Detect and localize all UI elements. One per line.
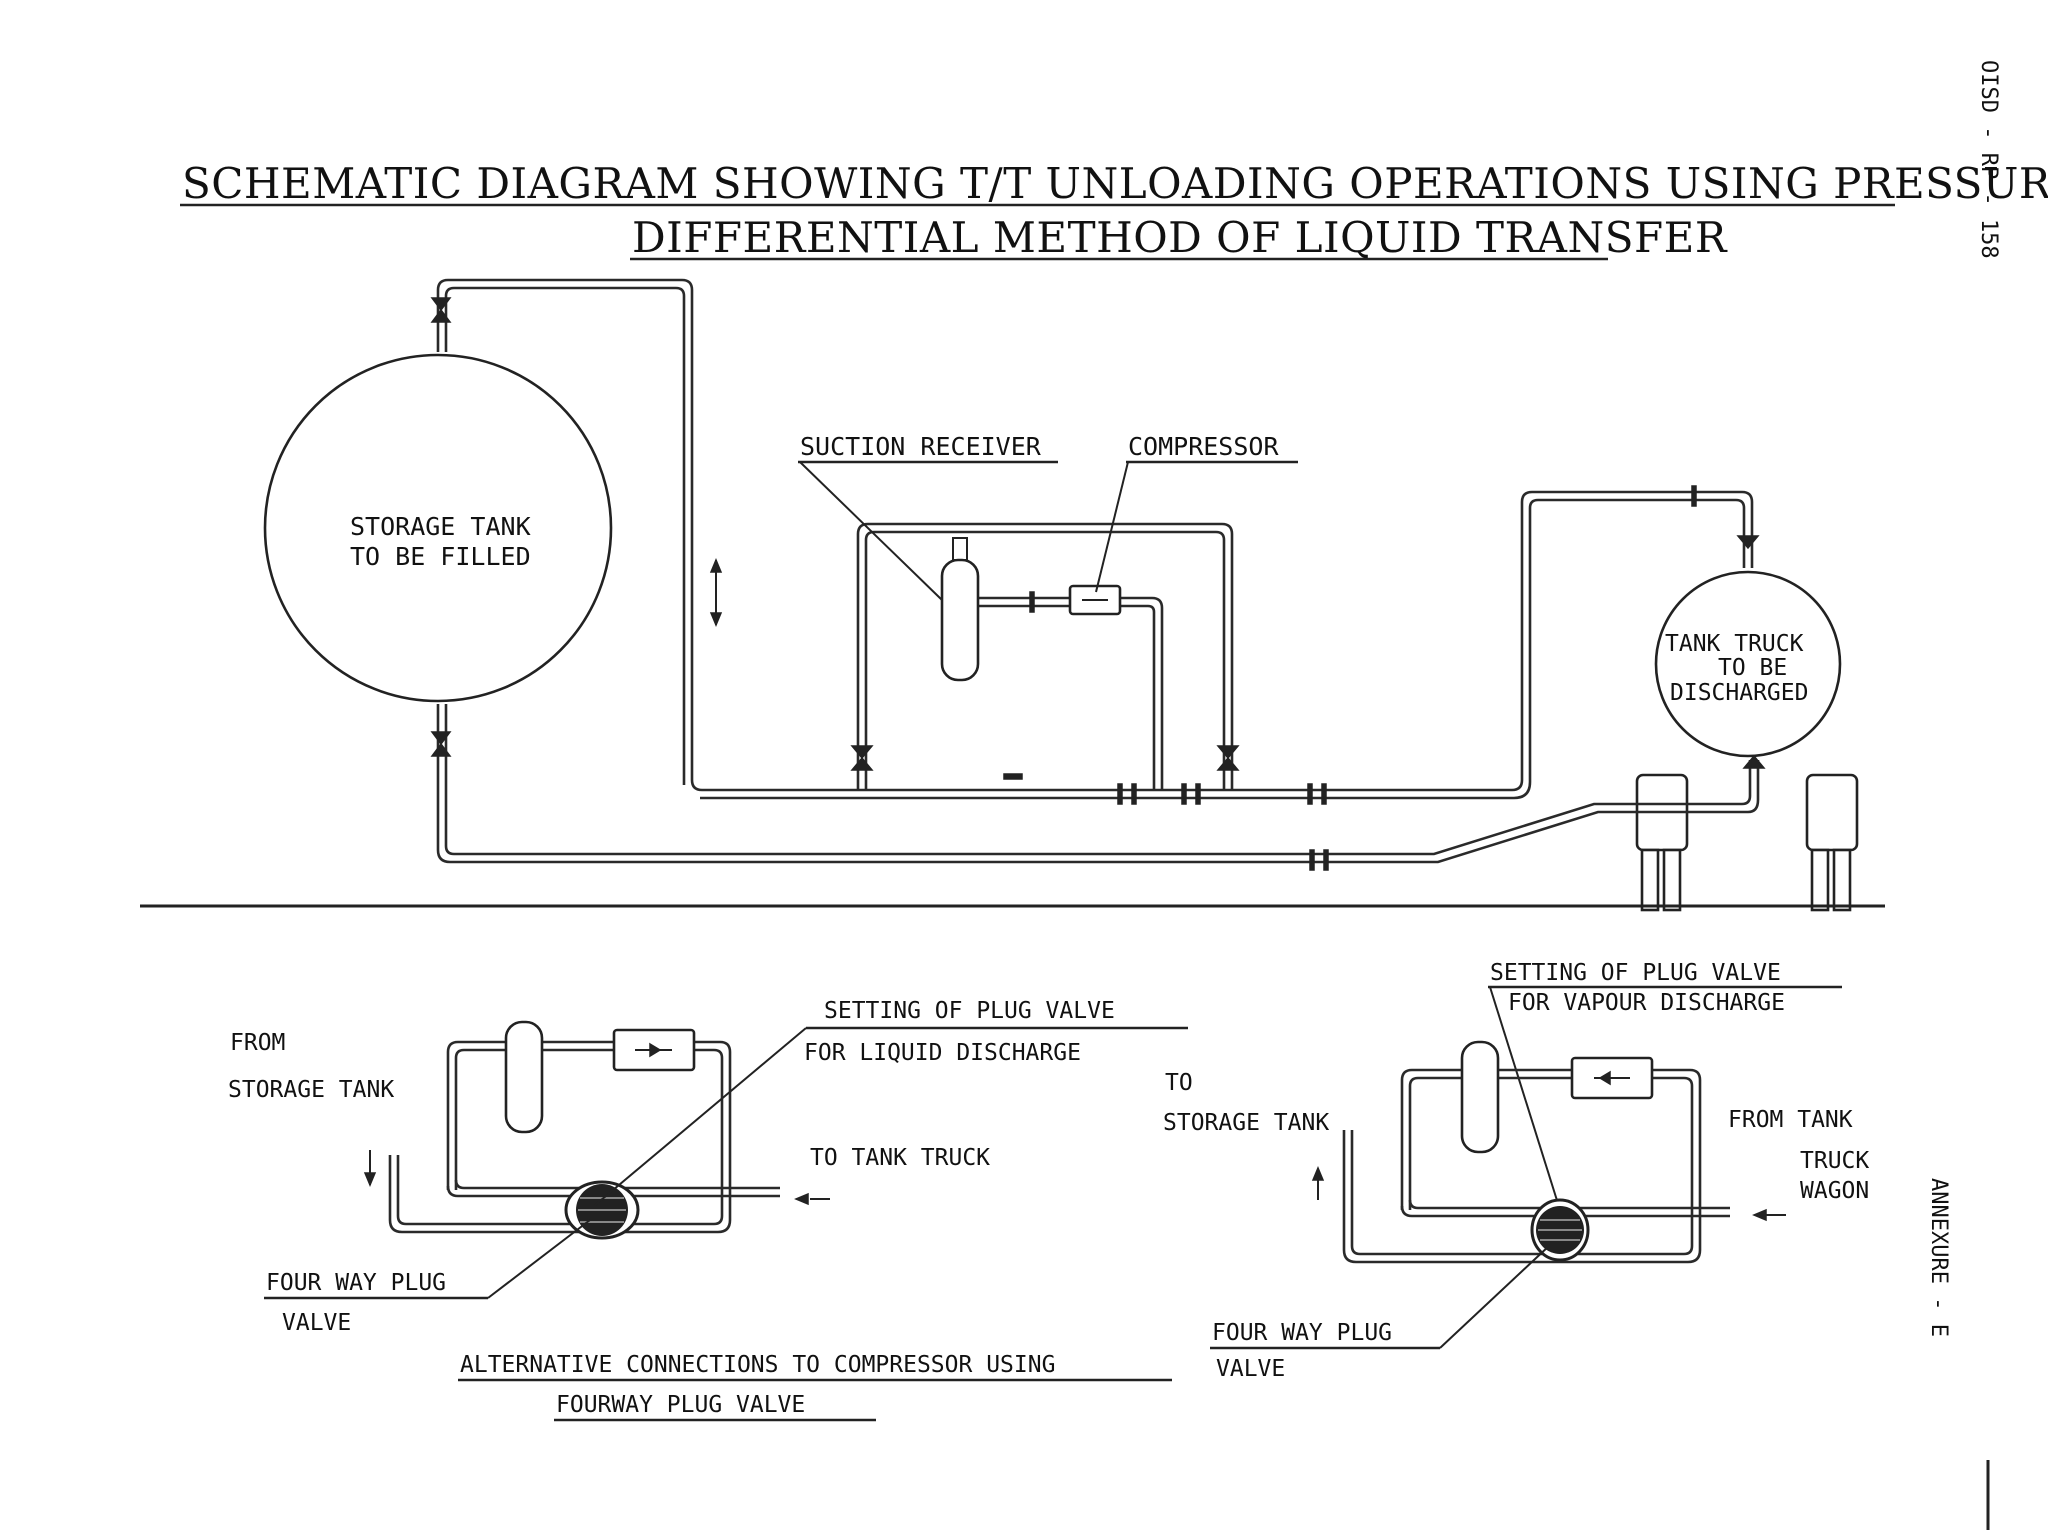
storage-tank [263, 353, 613, 703]
truck-wheels [1635, 773, 1859, 912]
alt-liquid-to-label: TO TANK TRUCK [810, 1145, 990, 1171]
annexure-label: ANNEXURE - E [1926, 1178, 1951, 1337]
alt-vapour-receiver [1460, 1040, 1500, 1154]
tank-truck-label-2: TO BE [1718, 655, 1787, 681]
alt-vapour-setting-1: SETTING OF PLUG VALVE [1490, 960, 1781, 986]
tank-truck-label-1: TANK TRUCK [1665, 631, 1804, 657]
suction-receiver [940, 558, 980, 682]
alt-vapour-setting-2: FOR VAPOUR DISCHARGE [1508, 990, 1785, 1016]
alt-liquid-valve-1: FOUR WAY PLUG [266, 1270, 446, 1296]
alt-liquid-circuit [388, 1040, 780, 1234]
liquid-pipe-bottom [436, 704, 1760, 864]
valves-main [430, 297, 1766, 871]
alt-vapour-from-2: TRUCK [1800, 1148, 1869, 1174]
alt-vapour-to-1: TO [1165, 1070, 1193, 1096]
alt-liquid-valve-2: VALVE [282, 1310, 351, 1336]
alt-liquid-setting-1: SETTING OF PLUG VALVE [824, 998, 1115, 1024]
title-line-2: DIFFERENTIAL METHOD OF LIQUID TRANSFER [632, 213, 1728, 262]
storage-tank-label-1: STORAGE TANK [350, 512, 531, 541]
tank-truck [1654, 570, 1842, 758]
alt-vapour-valve-2: VALVE [1216, 1356, 1285, 1382]
storage-tank-label-2: TO BE FILLED [350, 542, 531, 571]
alt-vapour-circuit [1342, 1068, 1730, 1264]
alt-vapour-from-3: WAGON [1800, 1178, 1869, 1204]
compressor-loop [856, 522, 1234, 790]
alt-liquid-setting-2: FOR LIQUID DISCHARGE [804, 1040, 1081, 1066]
alt-liquid-receiver [504, 1020, 544, 1134]
vapour-pipe-top [436, 278, 1754, 800]
alt-liquid-from-2: STORAGE TANK [228, 1077, 394, 1103]
alt-vapour-four-way-valve [1530, 1198, 1590, 1262]
alt-vapour-valve-1: FOUR WAY PLUG [1212, 1320, 1392, 1346]
caption-line-2: FOURWAY PLUG VALVE [556, 1392, 805, 1418]
doc-code: OISD - RP - 158 [1976, 60, 2001, 259]
tank-truck-label-3: DISCHARGED [1670, 680, 1808, 706]
title-line-1: SCHEMATIC DIAGRAM SHOWING T/T UNLOADING … [182, 159, 2048, 208]
compressor-label: COMPRESSOR [1128, 432, 1279, 461]
caption-line-1: ALTERNATIVE CONNECTIONS TO COMPRESSOR US… [460, 1352, 1055, 1378]
suction-receiver-label: SUCTION RECEIVER [800, 432, 1042, 461]
alt-vapour-to-2: STORAGE TANK [1163, 1110, 1329, 1136]
alt-vapour-from-1: FROM TANK [1728, 1107, 1853, 1133]
alt-liquid-from-1: FROM [230, 1030, 285, 1056]
